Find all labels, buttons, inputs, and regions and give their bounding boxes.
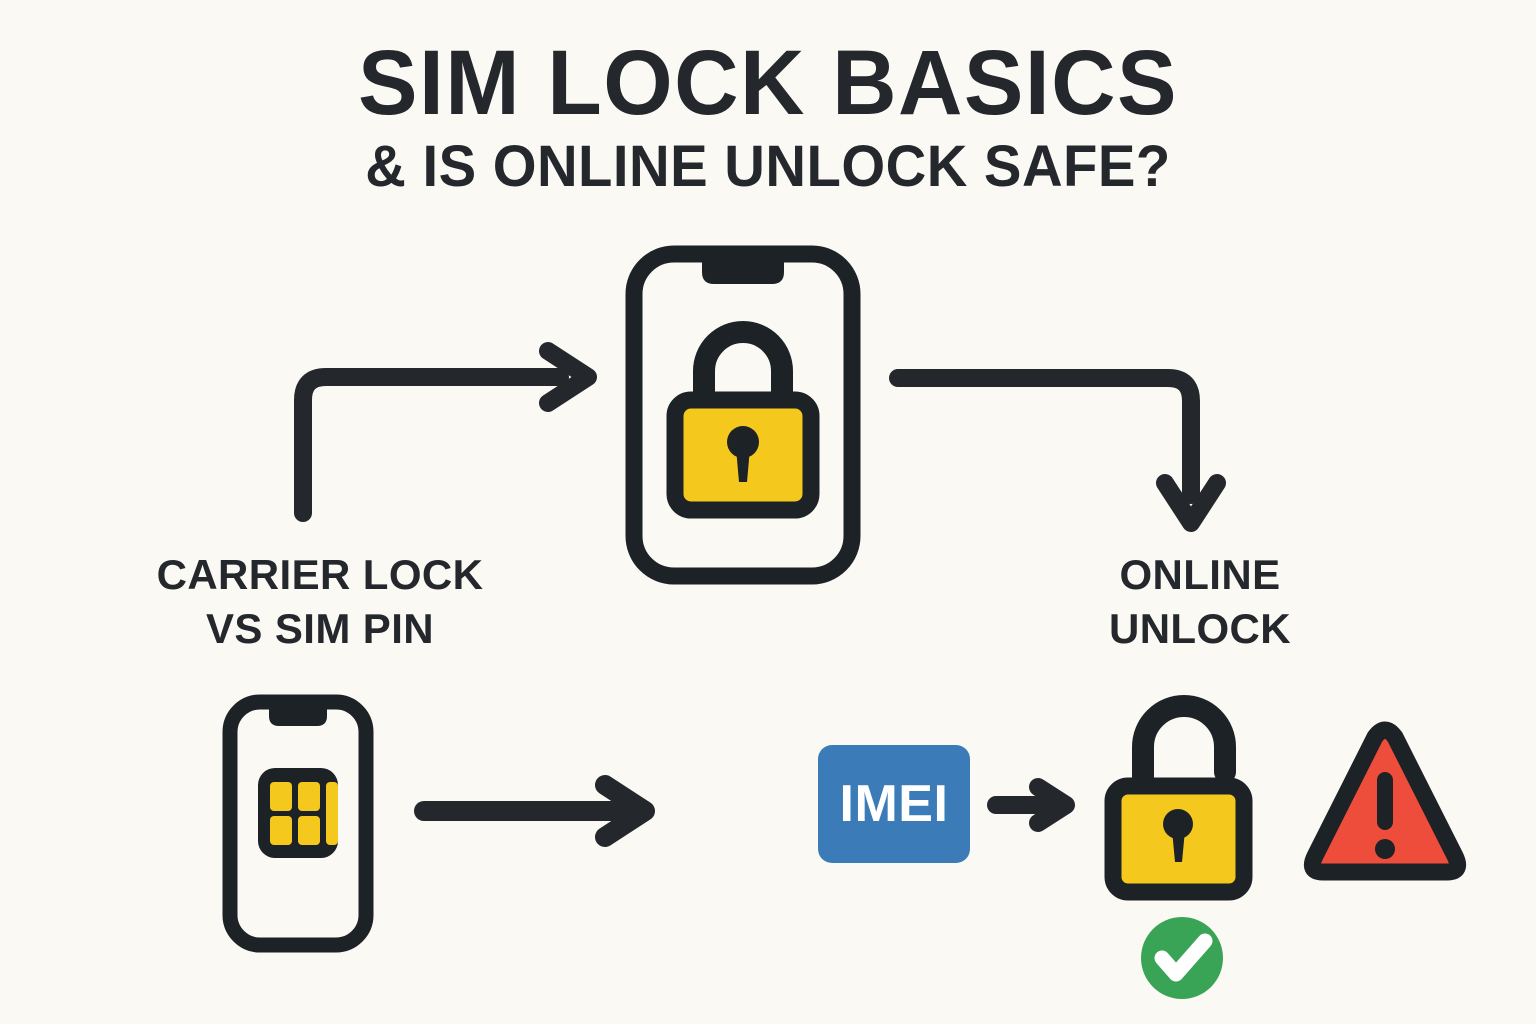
green-check-circle-icon bbox=[1141, 917, 1223, 999]
elbow-arrow-right-down-icon bbox=[889, 369, 1226, 532]
phone-with-sim-card-icon bbox=[222, 694, 374, 953]
elbow-arrow-up-right-icon bbox=[294, 342, 597, 522]
imei-badge: IMEI bbox=[818, 745, 970, 863]
straight-arrow-right-icon bbox=[414, 775, 655, 847]
small-arrow-right-icon bbox=[987, 778, 1075, 832]
phone-with-locked-padlock-icon bbox=[625, 245, 861, 585]
imei-badge-label: IMEI bbox=[839, 775, 949, 833]
warning-triangle-icon bbox=[1303, 721, 1467, 881]
sim-chip-icon bbox=[258, 768, 338, 858]
open-padlock-icon bbox=[1104, 695, 1253, 901]
